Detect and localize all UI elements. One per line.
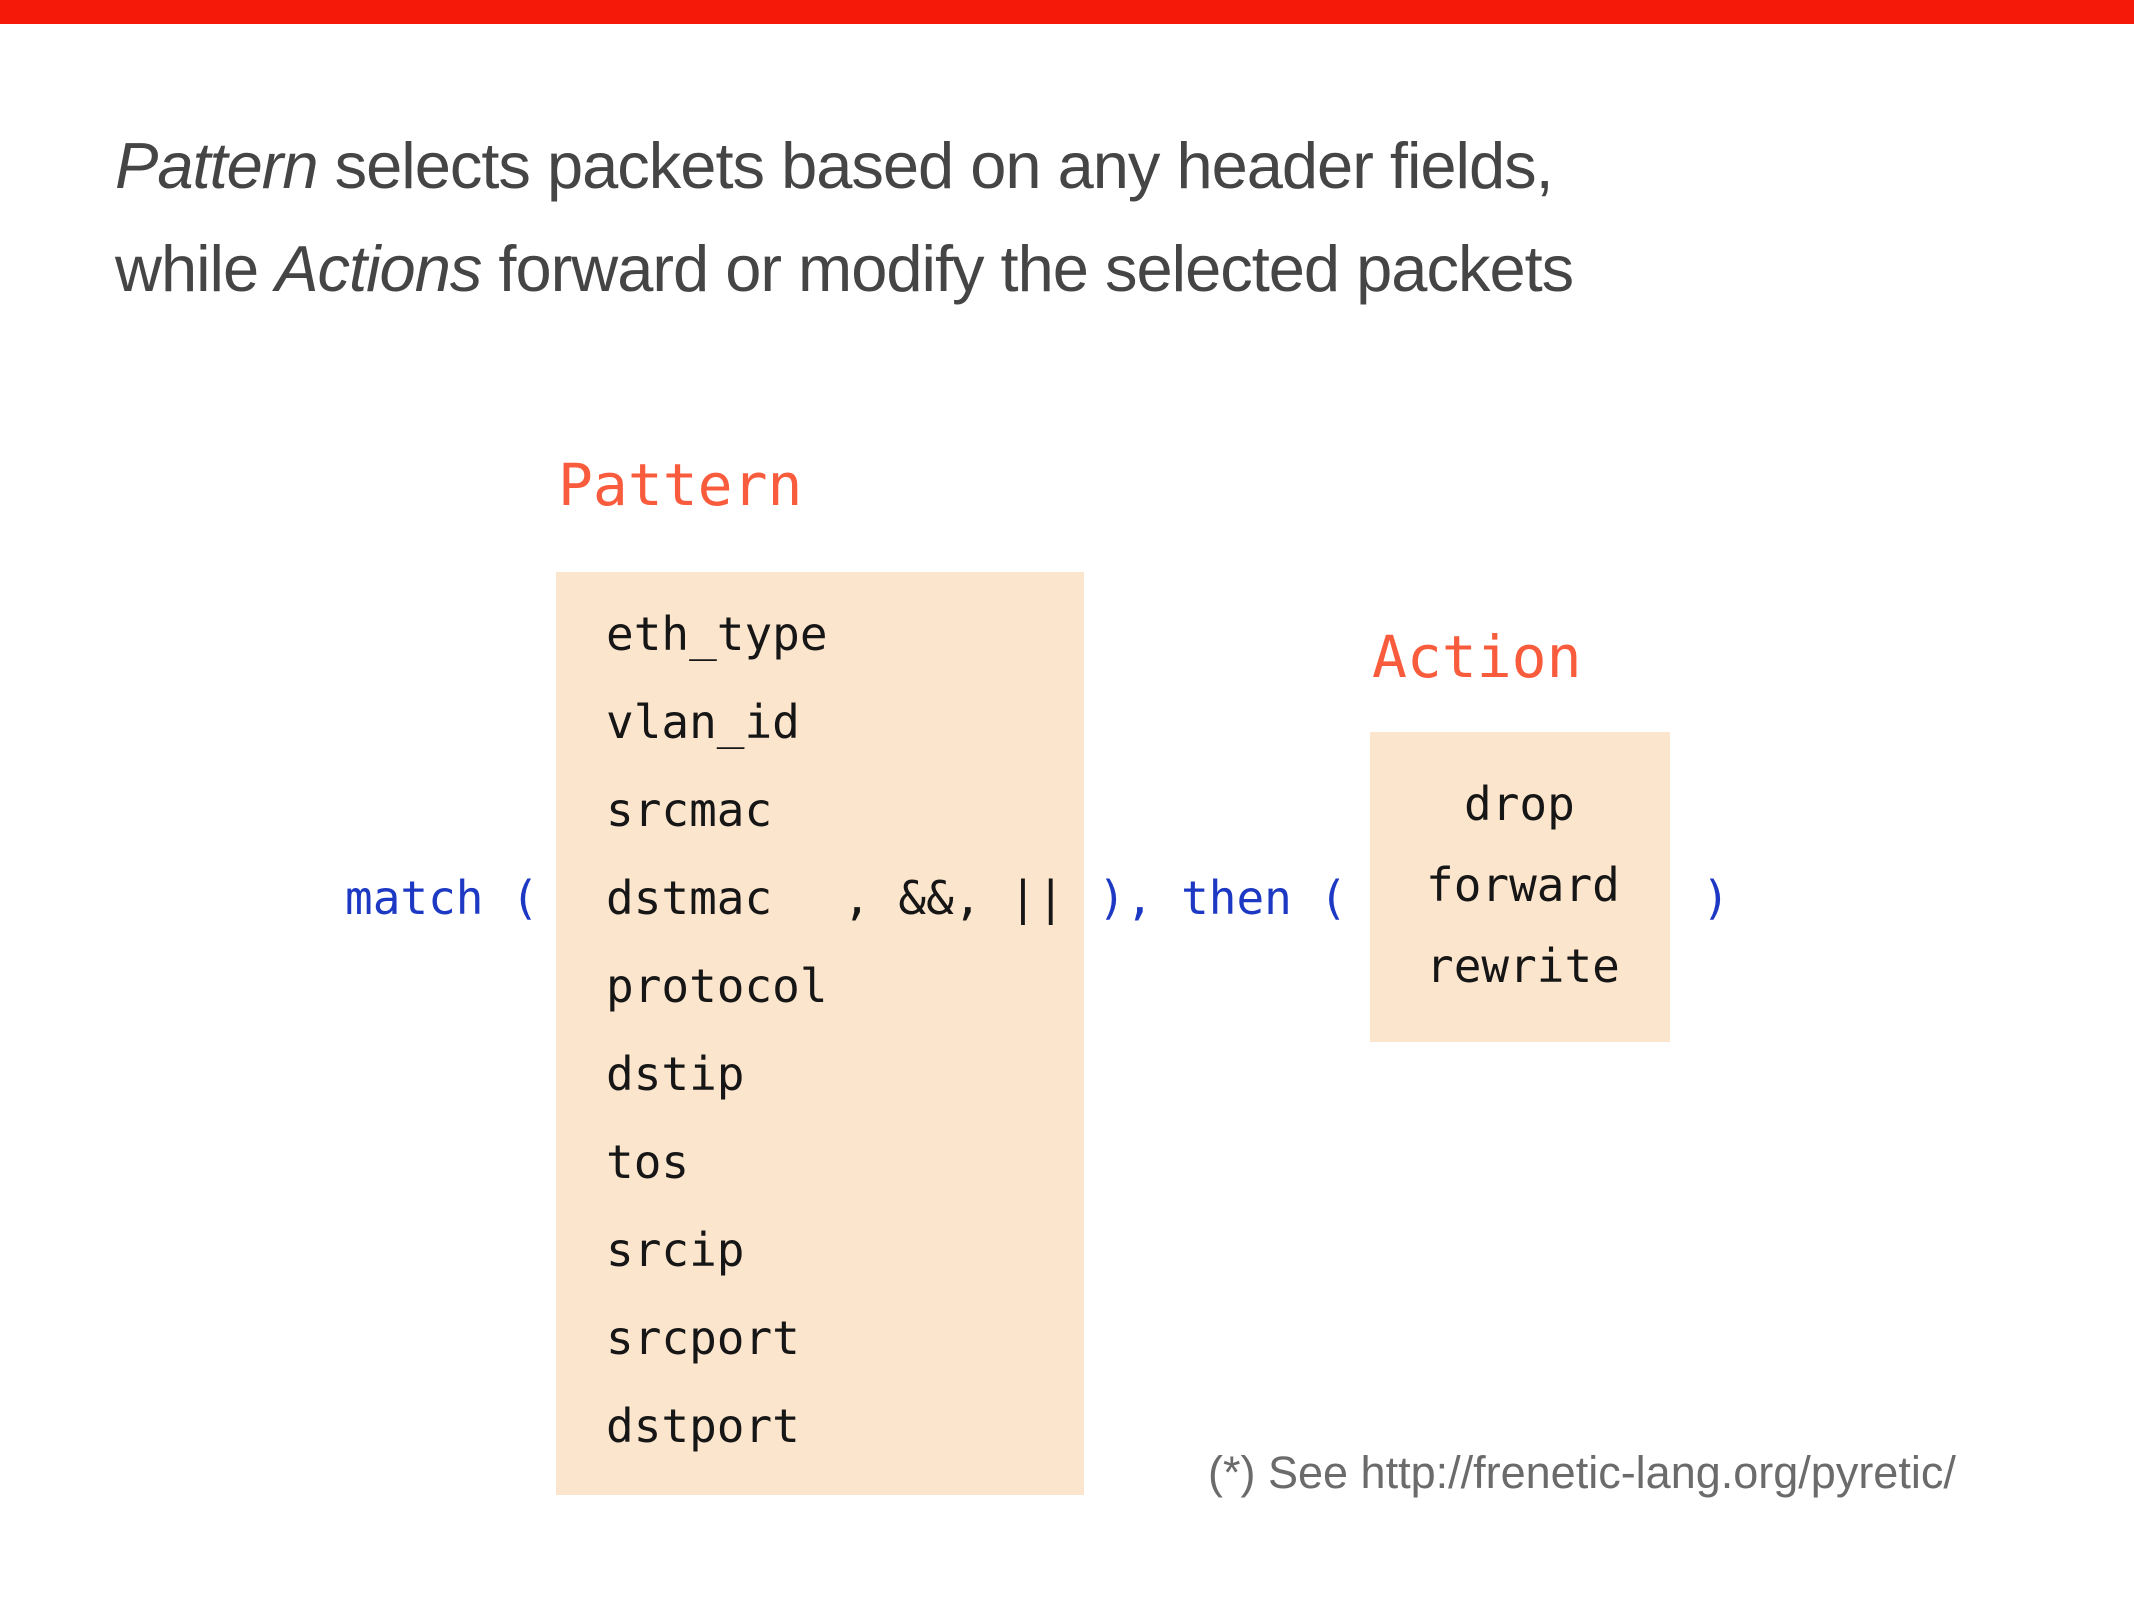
pattern-field-dstip: dstip	[606, 1047, 745, 1101]
action-item-forward: forward	[1426, 858, 1620, 912]
pattern-field-eth-type: eth_type	[606, 607, 828, 661]
action-items-box: drop forward rewrite	[1370, 732, 1670, 1042]
title-line1-text: selects packets based on any header fiel…	[317, 129, 1554, 202]
pattern-field-srcmac: srcmac	[606, 783, 773, 837]
pattern-field-vlan-id: vlan_id	[606, 695, 800, 749]
pattern-section-label: Pattern	[558, 451, 803, 519]
title-line2-text: forward or modify the selected packets	[481, 232, 1574, 305]
footer-reference-note: (*) See http://frenetic-lang.org/pyretic…	[1208, 1447, 1956, 1498]
pattern-field-protocol: protocol	[606, 959, 828, 1013]
slide-title-line1: Pattern selects packets based on any hea…	[115, 133, 1554, 198]
expression-match-open: match (	[345, 871, 539, 925]
pattern-field-srcport: srcport	[606, 1311, 800, 1365]
action-section-label: Action	[1372, 623, 1582, 691]
title-keyword-pattern: Pattern	[115, 129, 319, 202]
expression-operators: , &&, ||	[843, 871, 1065, 925]
pattern-field-dstmac: dstmac	[606, 871, 773, 925]
pattern-field-tos: tos	[606, 1135, 690, 1189]
pattern-field-dstport: dstport	[606, 1399, 800, 1453]
title-line2-pre: while	[115, 232, 276, 305]
slide-title-line2: while Actions forward or modify the sele…	[115, 236, 1574, 301]
expression-then-open: ), then (	[1098, 871, 1348, 925]
action-item-rewrite: rewrite	[1426, 939, 1620, 993]
action-item-drop: drop	[1464, 777, 1575, 831]
expression-close-paren: )	[1702, 871, 1730, 925]
pattern-field-srcip: srcip	[606, 1223, 745, 1277]
title-keyword-actions: Actions	[275, 232, 482, 305]
top-accent-bar	[0, 0, 2134, 24]
pattern-fields-box: eth_type vlan_id srcmac dstmac protocol …	[556, 572, 1084, 1495]
